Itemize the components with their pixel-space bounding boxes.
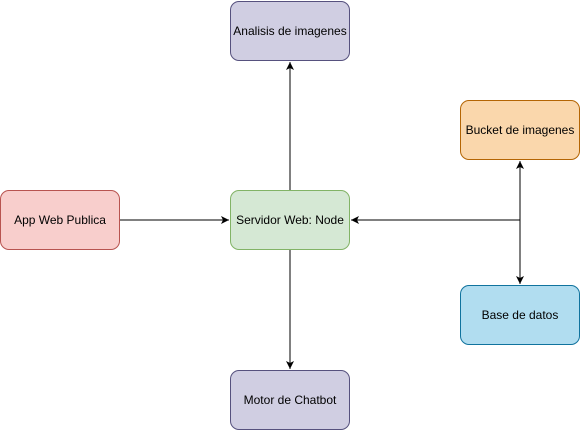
node-base-de-datos[interactable]: Base de datos (460, 285, 580, 345)
node-label: Analisis de imagenes (233, 24, 347, 38)
node-label: Bucket de imagenes (465, 123, 575, 137)
node-analisis-de-imagenes[interactable]: Analisis de imagenes (230, 1, 350, 61)
node-app-web-publica[interactable]: App Web Publica (0, 190, 120, 250)
node-servidor-web-node[interactable]: Servidor Web: Node (230, 190, 350, 250)
node-label: Base de datos (481, 308, 559, 322)
node-motor-de-chatbot[interactable]: Motor de Chatbot (230, 370, 350, 430)
node-label: Servidor Web: Node (236, 213, 344, 227)
node-bucket-de-imagenes[interactable]: Bucket de imagenes (460, 100, 580, 160)
node-label: Motor de Chatbot (243, 393, 337, 407)
node-label: App Web Publica (14, 213, 106, 227)
